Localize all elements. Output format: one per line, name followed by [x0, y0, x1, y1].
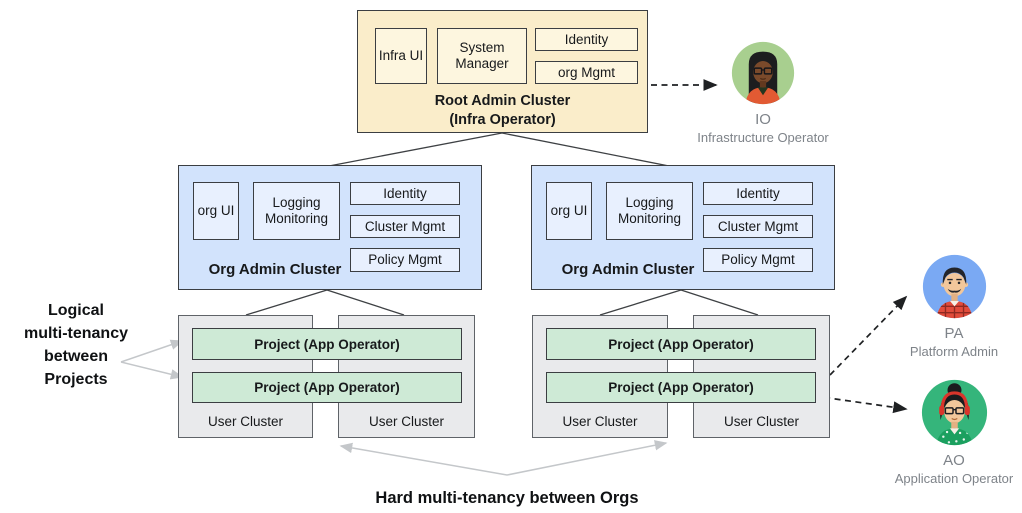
- root-cluster-title: Root Admin Cluster (Infra Operator): [358, 92, 647, 130]
- component-org-ui: org UI: [193, 182, 239, 240]
- hard-multitenancy-note: Hard multi-tenancy between Orgs: [375, 489, 639, 507]
- hard-tenancy-arrow: [339, 440, 668, 476]
- user-cluster-label: User Cluster: [368, 414, 444, 429]
- component-logging-monitoring: Logging Monitoring: [606, 182, 693, 240]
- io-avatar-icon: [731, 41, 795, 105]
- user-cluster-label: User Cluster: [723, 414, 799, 429]
- ao-avatar-icon: [921, 379, 987, 446]
- user-cluster-group-left: User Cluster User Cluster Project (App O…: [178, 315, 476, 438]
- component-system-manager: System Manager: [437, 28, 527, 84]
- component-policy-mgmt: Policy Mgmt: [703, 248, 813, 272]
- project-bar: Project (App Operator): [546, 328, 816, 360]
- persona-abbr: IO: [755, 111, 771, 128]
- component-policy-mgmt: Policy Mgmt: [350, 248, 460, 272]
- persona-role: Platform Admin: [909, 344, 999, 359]
- component-infra-ui: Infra UI: [375, 28, 427, 84]
- component-logging-monitoring: Logging Monitoring: [253, 182, 340, 240]
- project-bar: Project (App Operator): [546, 372, 816, 403]
- persona-io: IO Infrastructure Operator: [683, 41, 843, 145]
- pa-avatar-icon: [922, 254, 986, 319]
- logical-multitenancy-note: Logical multi-tenancy between Projects: [23, 302, 128, 388]
- user-cluster-label: User Cluster: [562, 414, 638, 429]
- root-cluster-title-line2: (Infra Operator): [449, 112, 556, 128]
- org-cluster-title: Org Admin Cluster: [561, 261, 695, 278]
- persona-role: Application Operator: [894, 471, 1014, 486]
- root-cluster-title-line1: Root Admin Cluster: [434, 93, 571, 109]
- component-identity: Identity: [535, 28, 638, 51]
- component-cluster-mgmt: Cluster Mgmt: [703, 215, 813, 238]
- org-admin-cluster-left: org UI Logging Monitoring Identity Clust…: [178, 165, 482, 290]
- persona-abbr: PA: [944, 325, 964, 342]
- persona-abbr: AO: [943, 452, 965, 469]
- persona-pa: PA Platform Admin: [874, 254, 1022, 359]
- user-cluster-label: User Cluster: [207, 414, 283, 429]
- persona-ao: AO Application Operator: [873, 379, 1022, 486]
- component-org-mgmt: org Mgmt: [535, 61, 638, 84]
- project-bar: Project (App Operator): [192, 328, 462, 360]
- component-identity: Identity: [350, 182, 460, 205]
- org-admin-cluster-right: org UI Logging Monitoring Identity Clust…: [531, 165, 835, 290]
- component-identity: Identity: [703, 182, 813, 205]
- component-cluster-mgmt: Cluster Mgmt: [350, 215, 460, 238]
- org-cluster-title: Org Admin Cluster: [208, 261, 342, 278]
- persona-role: Infrastructure Operator: [697, 130, 829, 145]
- user-cluster-group-right: User Cluster User Cluster Project (App O…: [532, 315, 830, 438]
- component-org-ui: org UI: [546, 182, 592, 240]
- root-admin-cluster: Infra UI System Manager Identity org Mgm…: [357, 10, 648, 133]
- project-bar: Project (App Operator): [192, 372, 462, 403]
